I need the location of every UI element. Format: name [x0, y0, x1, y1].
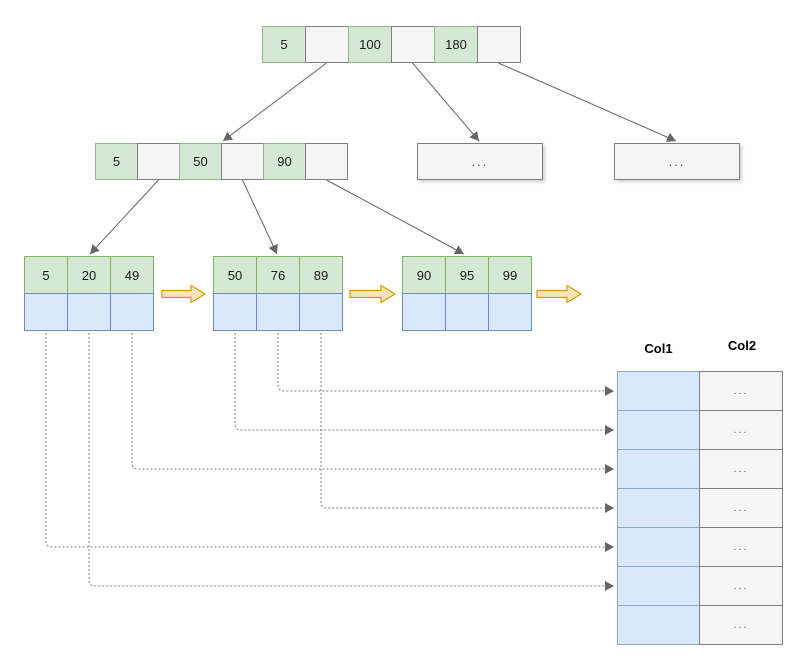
table-cell-col1	[617, 410, 700, 450]
table-row: ...	[617, 371, 783, 411]
leaf-key-cell: 89	[299, 256, 343, 294]
internal-key-cell: 90	[263, 143, 306, 180]
table-cell-col2: ...	[699, 527, 783, 567]
leaf-pointer-cell	[24, 293, 68, 331]
table-header-col1: Col1	[644, 341, 673, 356]
leaf-pointer-cell	[67, 293, 111, 331]
leaf-key-cell: 99	[488, 256, 532, 294]
pointer-edge-leaf1-key49-to-row3	[131, 333, 614, 474]
edge-root-to-ellipsis-2	[498, 62, 677, 142]
leaf-pointer-cell	[110, 293, 154, 331]
leaf-key-cell: 76	[256, 256, 300, 294]
leaf-key-cell: 20	[67, 256, 111, 294]
edge-internal-to-leaf-1	[89, 179, 159, 255]
leaf-pointer-cell	[488, 293, 532, 331]
root-key-cell: 5	[262, 26, 306, 63]
table-row: ...	[617, 605, 783, 645]
root-node: 5 100 180	[262, 26, 521, 63]
table-cell-col2: ...	[699, 371, 783, 411]
internal-key-cell: 5	[95, 143, 138, 180]
leaf-pointer-row	[24, 293, 154, 331]
pointer-edge-leaf1-key5-to-row5	[45, 333, 614, 552]
table-header-col2: Col2	[727, 338, 757, 353]
internal-pointer-cell	[137, 143, 180, 180]
leaf-pointer-cell	[445, 293, 489, 331]
table-cell-col2: ...	[699, 449, 783, 489]
table-cell-col1	[617, 449, 700, 489]
leaf-key-cell: 95	[445, 256, 489, 294]
leaf-pointer-cell	[213, 293, 257, 331]
table-row: ...	[617, 527, 783, 567]
root-pointer-cell	[477, 26, 521, 63]
next-leaf-arrow-icon	[161, 284, 206, 304]
pointer-edge-leaf2-key89-to-row4	[320, 333, 614, 513]
table-cell-col2: ...	[699, 566, 783, 606]
table-cell-col1	[617, 371, 700, 411]
table-cell-col1	[617, 605, 700, 645]
leaf-pointer-cell	[402, 293, 446, 331]
next-leaf-arrow-icon	[349, 284, 396, 304]
edge-root-to-ellipsis-1	[412, 62, 480, 142]
leaf-key-cell: 5	[24, 256, 68, 294]
edge-internal-to-leaf-3	[326, 179, 465, 255]
root-pointer-cell	[391, 26, 435, 63]
table-cell-col2: ...	[699, 488, 783, 528]
leaf-key-cell: 49	[110, 256, 154, 294]
leaf-pointer-cell	[256, 293, 300, 331]
pointer-edge-leaf2-key76-to-row1	[277, 333, 614, 396]
root-key-cell: 180	[434, 26, 478, 63]
table-cell-col1	[617, 566, 700, 606]
leaf-key-row: 50 76 89	[213, 256, 343, 294]
table-row: ...	[617, 488, 783, 528]
internal-pointer-cell	[305, 143, 348, 180]
table-row: ...	[617, 410, 783, 450]
table-row: ...	[617, 449, 783, 489]
table-cell-col1	[617, 527, 700, 567]
root-key-cell: 100	[348, 26, 392, 63]
ellipsis-node: ...	[614, 143, 740, 180]
data-table: ... ... ... ... ... ... ...	[617, 371, 783, 645]
edge-internal-to-leaf-2	[242, 179, 278, 255]
edge-root-to-internal	[222, 62, 327, 142]
leaf-key-cell: 90	[402, 256, 446, 294]
pointer-edge-leaf1-key20-to-row6	[88, 333, 614, 591]
next-leaf-arrow-icon	[536, 284, 582, 304]
internal-key-cell: 50	[179, 143, 222, 180]
leaf-key-cell: 50	[213, 256, 257, 294]
table-cell-col2: ...	[699, 605, 783, 645]
leaf-node-3: 90 95 99	[402, 256, 532, 331]
pointer-edge-leaf2-key50-to-row2	[234, 333, 614, 435]
table-row: ...	[617, 566, 783, 606]
ellipsis-node: ...	[417, 143, 543, 180]
leaf-pointer-cell	[299, 293, 343, 331]
internal-pointer-cell	[221, 143, 264, 180]
table-cell-col1	[617, 488, 700, 528]
leaf-node-2: 50 76 89	[213, 256, 343, 331]
leaf-node-1: 5 20 49	[24, 256, 154, 331]
root-pointer-cell	[305, 26, 349, 63]
table-cell-col2: ...	[699, 410, 783, 450]
internal-node: 5 50 90	[95, 143, 348, 180]
leaf-pointer-row	[402, 293, 532, 331]
leaf-key-row: 5 20 49	[24, 256, 154, 294]
leaf-pointer-row	[213, 293, 343, 331]
leaf-key-row: 90 95 99	[402, 256, 532, 294]
